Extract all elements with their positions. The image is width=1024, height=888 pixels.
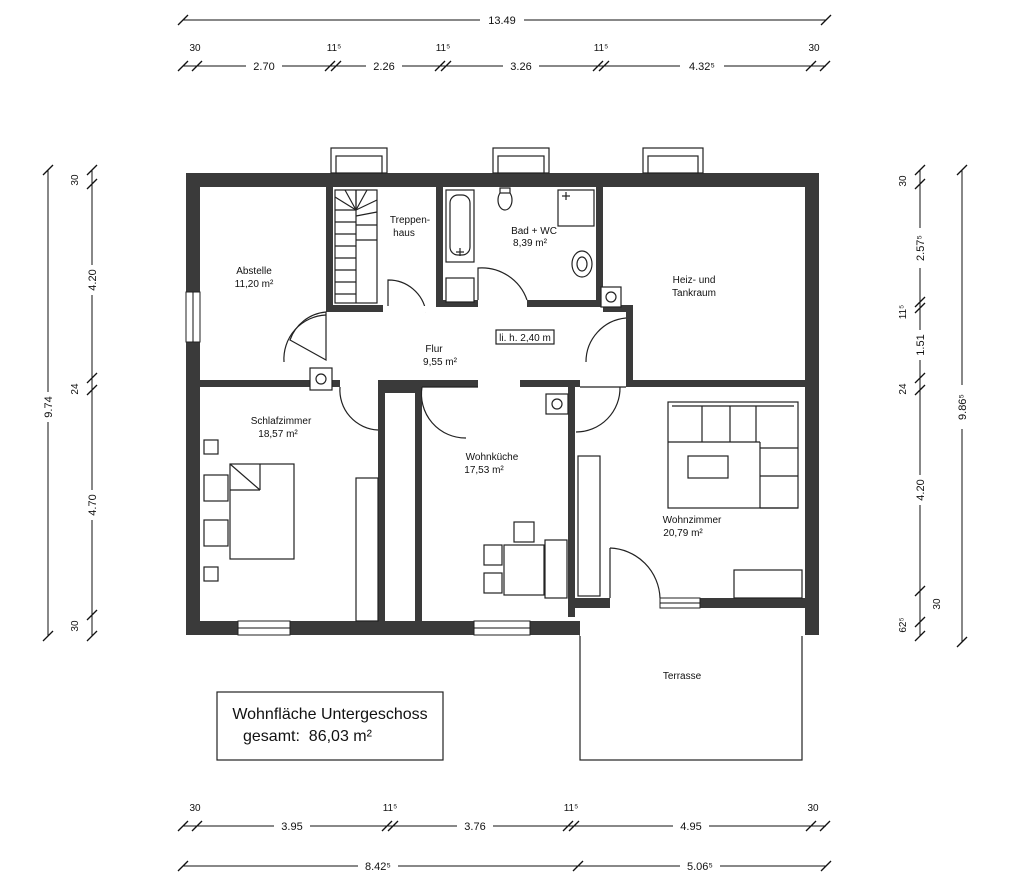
- room-name-terrasse: Terrasse: [663, 671, 702, 682]
- room-area-abstelle: 11,20 m²: [235, 279, 274, 290]
- top-small-dim-5: 30: [808, 43, 820, 54]
- top-small-dim-1: 30: [189, 43, 201, 54]
- left-segment-dim-2: 4.20: [87, 269, 99, 290]
- top-total-dim: 13.49: [488, 15, 516, 27]
- doors: [283, 267, 661, 599]
- bathroom-fixtures: [445, 187, 595, 303]
- top-dimensions: 13.49 30 11⁵ 11⁵ 11⁵ 30 2.70 2.26 3.26 4…: [177, 13, 832, 73]
- room-area-schlafzimmer: 18,57 m²: [258, 429, 298, 440]
- bottom-segment-dim-3: 4.95: [680, 821, 701, 833]
- bottom-small-dim-3: 11⁵: [564, 803, 579, 814]
- room-name-heizraum: Heiz- und: [673, 275, 716, 286]
- top-segment-dim-3: 3.26: [510, 61, 531, 73]
- right-segment-dim-7: 62⁵: [898, 617, 909, 632]
- bottom-small-dim-1: 30: [189, 803, 201, 814]
- room-area-flur: 9,55 m²: [423, 357, 458, 368]
- top-segment-dim-2: 2.26: [373, 61, 394, 73]
- top-small-dim-2: 11⁵: [327, 43, 342, 54]
- right-segment-dim-5: 24: [898, 383, 909, 395]
- summary-line-1: Wohnfläche Untergeschoss: [232, 706, 427, 723]
- room-labels: Abstelle 11,20 m² Treppen- haus Bad + WC…: [235, 215, 722, 682]
- right-segment-dim-8: 30: [932, 598, 943, 610]
- living-furniture: [577, 401, 803, 599]
- room-area-wohnkueche: 17,53 m²: [464, 465, 504, 476]
- right-segment-dim-1: 30: [898, 175, 909, 187]
- room-name-wohnzimmer: Wohnzimmer: [663, 515, 722, 526]
- bottom-small-dim-4: 30: [807, 803, 819, 814]
- right-segment-dim-3: 11⁵: [898, 305, 909, 320]
- room-name-bad: Bad + WC: [511, 226, 557, 237]
- bottom-dimensions: 30 11⁵ 11⁵ 30 3.95 3.76 4.95 8.42⁵ 5.06⁵: [177, 803, 832, 873]
- bedroom-furniture: [203, 439, 379, 622]
- room-name-flur: Flur: [425, 344, 443, 355]
- left-segment-dim-5: 30: [70, 620, 81, 632]
- bottom-segment-dim-1: 3.95: [281, 821, 302, 833]
- summary-line-2: gesamt: 86,03 m²: [243, 728, 373, 745]
- room-name-treppenhaus: Treppen-: [390, 215, 430, 226]
- chimneys: [309, 286, 622, 415]
- right-segment-dim-2: 2.57⁵: [915, 235, 927, 261]
- right-segment-dim-6: 4.20: [915, 479, 927, 500]
- room-name-abstelle: Abstelle: [236, 266, 272, 277]
- left-total-dim: 9.74: [43, 396, 55, 417]
- right-dimensions: 30 2.57⁵ 11⁵ 1.51 24 4.20 62⁵ 30 9.86⁵: [898, 164, 969, 648]
- bottom-total-dim-1: 8.42⁵: [365, 861, 391, 873]
- room-name-heizraum-2: Tankraum: [672, 288, 716, 299]
- room-name-treppenhaus-2: haus: [393, 228, 415, 239]
- bottom-segment-dim-2: 3.76: [464, 821, 485, 833]
- left-segment-dim-4: 4.70: [87, 494, 99, 515]
- top-small-dim-4: 11⁵: [594, 43, 609, 54]
- interior-walls: [200, 187, 805, 621]
- left-dimensions: 9.74 30 4.20 24 4.70 30: [41, 164, 99, 642]
- top-segment-dim-4: 4.32⁵: [689, 61, 715, 73]
- room-area-bad: 8,39 m²: [513, 238, 548, 249]
- area-summary-box: Wohnfläche Untergeschoss gesamt: 86,03 m…: [216, 691, 444, 761]
- right-segment-dim-4: 1.51: [915, 334, 927, 355]
- windows: [185, 147, 704, 636]
- room-area-wohnzimmer: 20,79 m²: [663, 528, 703, 539]
- bottom-small-dim-2: 11⁵: [383, 803, 398, 814]
- staircase: [334, 189, 378, 304]
- top-segment-dim-1: 2.70: [253, 61, 274, 73]
- left-segment-dim-1: 30: [70, 174, 81, 186]
- room-name-wohnkueche: Wohnküche: [466, 452, 519, 463]
- left-segment-dim-3: 24: [70, 383, 81, 395]
- bottom-total-dim-2: 5.06⁵: [687, 861, 713, 873]
- ceiling-height-label: li. h. 2,40 m: [499, 333, 551, 344]
- right-total-dim: 9.86⁵: [957, 394, 969, 420]
- kitchen-furniture: [483, 521, 568, 599]
- top-small-dim-3: 11⁵: [436, 43, 451, 54]
- room-name-schlafzimmer: Schlafzimmer: [251, 416, 312, 427]
